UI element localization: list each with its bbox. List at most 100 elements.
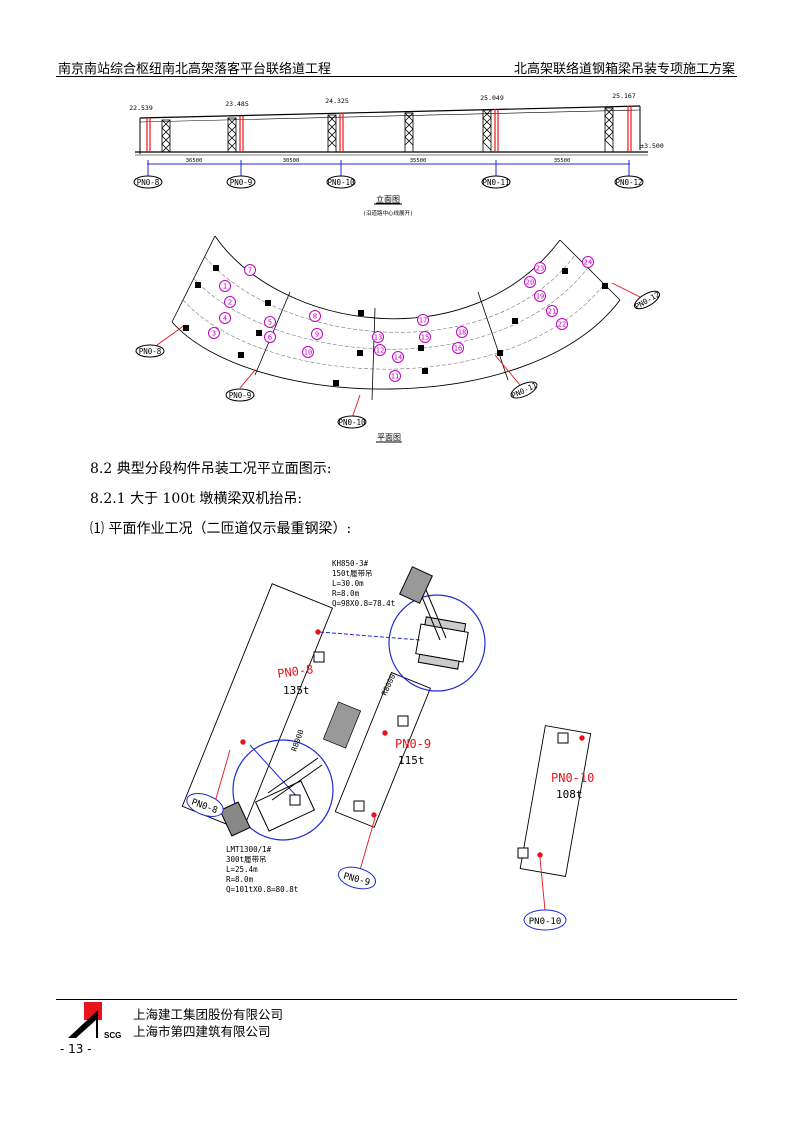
crane2-spec: Q=101tX0.8=80.8t	[226, 885, 298, 894]
svg-text:15: 15	[421, 334, 429, 342]
svg-text:PN0-10: PN0-10	[338, 418, 366, 427]
header-project-title: 南京南站综合枢纽南北高架落客平台联络道工程	[58, 62, 332, 77]
pier-tag: PN0-8	[135, 344, 165, 358]
segment-number: 17	[417, 314, 429, 326]
svg-text:19: 19	[536, 293, 544, 301]
svg-text:23: 23	[536, 265, 544, 273]
segment-number: 2	[224, 296, 236, 308]
svg-text:PN0-8: PN0-8	[137, 178, 160, 187]
datum-label: ±3.500	[640, 142, 664, 150]
company-name-1: 上海建工集团股份有限公司	[133, 1007, 284, 1022]
segment-number: 18	[456, 326, 468, 338]
pier-tag: PN0-10	[326, 175, 356, 189]
svg-text:16: 16	[454, 345, 462, 353]
svg-text:3: 3	[212, 330, 216, 338]
pier-tag: PN0-10	[523, 909, 567, 931]
company-name-2: 上海市第四建筑有限公司	[133, 1024, 271, 1039]
segment-number: 1	[219, 280, 231, 292]
svg-text:2: 2	[228, 299, 232, 307]
svg-text:PN0-10: PN0-10	[529, 917, 562, 927]
header-divider	[56, 76, 737, 77]
pier-tag: PN0-9	[225, 388, 255, 402]
svg-text:21: 21	[548, 308, 556, 316]
svg-text:22: 22	[558, 321, 566, 329]
page-number: - 13 -	[60, 1042, 92, 1056]
svg-text:9: 9	[315, 331, 319, 339]
svg-text:PN0-9: PN0-9	[230, 178, 253, 187]
section-8-2-1-heading: 8.2.1 大于 100t 墩横梁双机抬吊:	[90, 491, 303, 507]
work-condition-caption: ⑴ 平面作业工况（二匝道仅示最重钢梁）:	[90, 521, 352, 537]
crane1-spec: Q=98X0.8=78.4t	[332, 599, 395, 608]
svg-text:12: 12	[376, 347, 384, 355]
pier-tag: PN0-12	[614, 175, 644, 189]
header-document-title: 北高架联络道钢箱梁吊装专项施工方案	[513, 62, 735, 77]
crane2-spec: 300t履带吊	[226, 855, 267, 864]
segment-number: 16	[452, 342, 464, 354]
segment-number: 20	[524, 276, 536, 288]
elevation-label: 23.485	[225, 100, 249, 108]
segment-number: 9	[311, 328, 323, 340]
svg-text:10: 10	[304, 349, 312, 357]
pier-tag: PN0-9	[226, 175, 256, 189]
segment-number: 12	[374, 344, 386, 356]
segment-number: 6	[264, 331, 276, 343]
pier-tag: PN0-11	[481, 175, 511, 189]
svg-text:PN0-9: PN0-9	[229, 391, 252, 400]
svg-text:18: 18	[458, 329, 466, 337]
elevation-subtitle: (沿道路中心线展开)	[363, 209, 414, 217]
segment-number: 10	[302, 346, 314, 358]
girder-pier-label: PN0-9	[395, 737, 431, 751]
girder-pier-label: PN0-10	[551, 771, 594, 785]
segment-number: 23	[534, 262, 546, 274]
crane2-spec: R=8.0m	[226, 875, 254, 884]
svg-text:24: 24	[584, 259, 592, 267]
span-label: 30500	[283, 158, 300, 164]
pier-tag: PN0-10	[337, 415, 367, 429]
span-label: 35500	[410, 158, 427, 164]
elevation-label: 25.049	[480, 94, 504, 102]
elevation-label: 22.539	[129, 104, 153, 112]
segment-number: 19	[534, 290, 546, 302]
segment-number: 22	[556, 318, 568, 330]
crane1-spec: 150t履带吊	[332, 569, 373, 578]
segment-number: 8	[309, 310, 321, 322]
girder-weight-label: 135t	[283, 684, 310, 697]
segment-number: 3	[208, 327, 220, 339]
svg-text:5: 5	[268, 319, 272, 327]
segment-number: 24	[582, 256, 594, 268]
svg-text:SCG: SCG	[104, 1031, 121, 1040]
segment-number: 11	[389, 370, 401, 382]
segment-number: 15	[419, 331, 431, 343]
girder-weight-label: 115t	[398, 754, 425, 767]
svg-text:PN0-10: PN0-10	[327, 178, 355, 187]
pier-tag: PN0-9	[337, 866, 377, 890]
elevation-label: 25.167	[612, 92, 636, 100]
svg-text:14: 14	[394, 354, 402, 362]
footer-divider	[56, 999, 737, 1000]
segment-number: 5	[264, 316, 276, 328]
svg-text:20: 20	[526, 279, 534, 287]
girder-weight-label: 108t	[556, 788, 583, 801]
span-label: 36500	[186, 158, 203, 164]
svg-text:PN0-12: PN0-12	[615, 178, 642, 187]
svg-text:6: 6	[268, 334, 272, 342]
segment-number: 21	[546, 305, 558, 317]
segment-number: 14	[392, 351, 404, 363]
crane1-spec: L=30.0m	[332, 579, 364, 588]
segment-number: 4	[219, 312, 231, 324]
segment-number: 13	[372, 331, 384, 343]
elevation-title: 立面图	[376, 194, 400, 204]
girder-pier-label: PN0-8	[276, 662, 314, 681]
svg-text:7: 7	[248, 267, 252, 275]
crane2-spec: LMT1300/1#	[226, 845, 272, 854]
segment-number: 7	[244, 264, 256, 276]
crane2-spec: L=25.4m	[226, 865, 258, 874]
span-label: 35500	[554, 158, 571, 164]
elevation-label: 24.325	[325, 97, 349, 105]
svg-text:11: 11	[391, 373, 399, 381]
svg-text:1: 1	[223, 283, 227, 291]
svg-text:PN0-11: PN0-11	[482, 178, 509, 187]
pier-tag: PN0-8	[133, 175, 163, 189]
